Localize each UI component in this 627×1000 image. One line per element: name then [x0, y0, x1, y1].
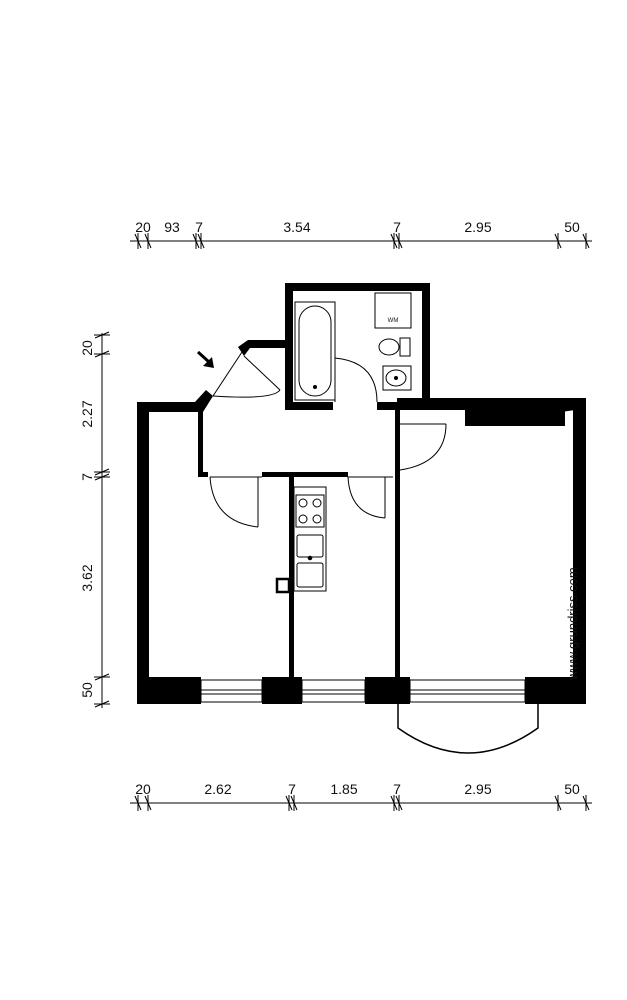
- left-dimension-chain: 20 2.27 7 3.62 50: [79, 331, 110, 708]
- balcony: [397, 704, 539, 754]
- bottom-dim-label: 7: [288, 781, 296, 797]
- kitchen-door: [347, 476, 393, 519]
- window-left: [200, 679, 263, 703]
- bottom-dim-label: 2.95: [464, 781, 491, 797]
- left-dim-label: 3.62: [79, 564, 95, 591]
- top-dim-label: 3.54: [283, 219, 310, 235]
- exterior-walls: [137, 283, 586, 704]
- bottom-dim-label: 50: [564, 781, 580, 797]
- kitchen-sink: [296, 534, 324, 588]
- top-dimension-chain: 20 93 7 3.54 7 2.95 50: [130, 219, 592, 249]
- entrance-door: [212, 351, 281, 398]
- sink: [382, 365, 412, 391]
- bottom-dim-label: 20: [135, 781, 151, 797]
- interior-walls: [198, 402, 400, 677]
- window-middle: [301, 679, 366, 703]
- entrance-arrow-icon: [196, 350, 214, 368]
- doors: [209, 351, 447, 528]
- washing-machine-label: WM: [388, 318, 399, 324]
- bathtub: [294, 301, 336, 401]
- top-dim-label: 93: [164, 219, 180, 235]
- top-dimension-ticks: [134, 233, 590, 249]
- washing-machine: WM: [374, 292, 412, 329]
- bathroom-door: [334, 357, 378, 403]
- top-dim-label: 50: [564, 219, 580, 235]
- living-door: [399, 423, 447, 471]
- top-dim-label: 7: [393, 219, 401, 235]
- window-right: [409, 679, 526, 703]
- watermark: www.grundriss.com: [565, 567, 580, 681]
- chimney-shaft: [275, 577, 291, 594]
- bedroom-door: [209, 476, 262, 528]
- top-dim-label: 20: [135, 219, 151, 235]
- toilet: [378, 337, 411, 357]
- kitchen-counter: [293, 486, 327, 592]
- left-dim-label: 50: [79, 682, 95, 698]
- stove: [295, 494, 325, 528]
- windows: [200, 679, 526, 703]
- top-dim-label: 2.95: [464, 219, 491, 235]
- left-dim-label: 20: [79, 340, 95, 356]
- bottom-dimension-ticks: [134, 795, 590, 811]
- bottom-dimension-chain: 20 2.62 7 1.85 7 2.95 50: [130, 781, 592, 811]
- bottom-dim-label: 1.85: [330, 781, 357, 797]
- bottom-dim-label: 2.62: [204, 781, 231, 797]
- left-dimension-ticks: [94, 331, 110, 708]
- bottom-dim-label: 7: [393, 781, 401, 797]
- left-dim-label: 2.27: [79, 400, 95, 427]
- top-dim-label: 7: [195, 219, 203, 235]
- left-dim-label: 7: [79, 473, 95, 481]
